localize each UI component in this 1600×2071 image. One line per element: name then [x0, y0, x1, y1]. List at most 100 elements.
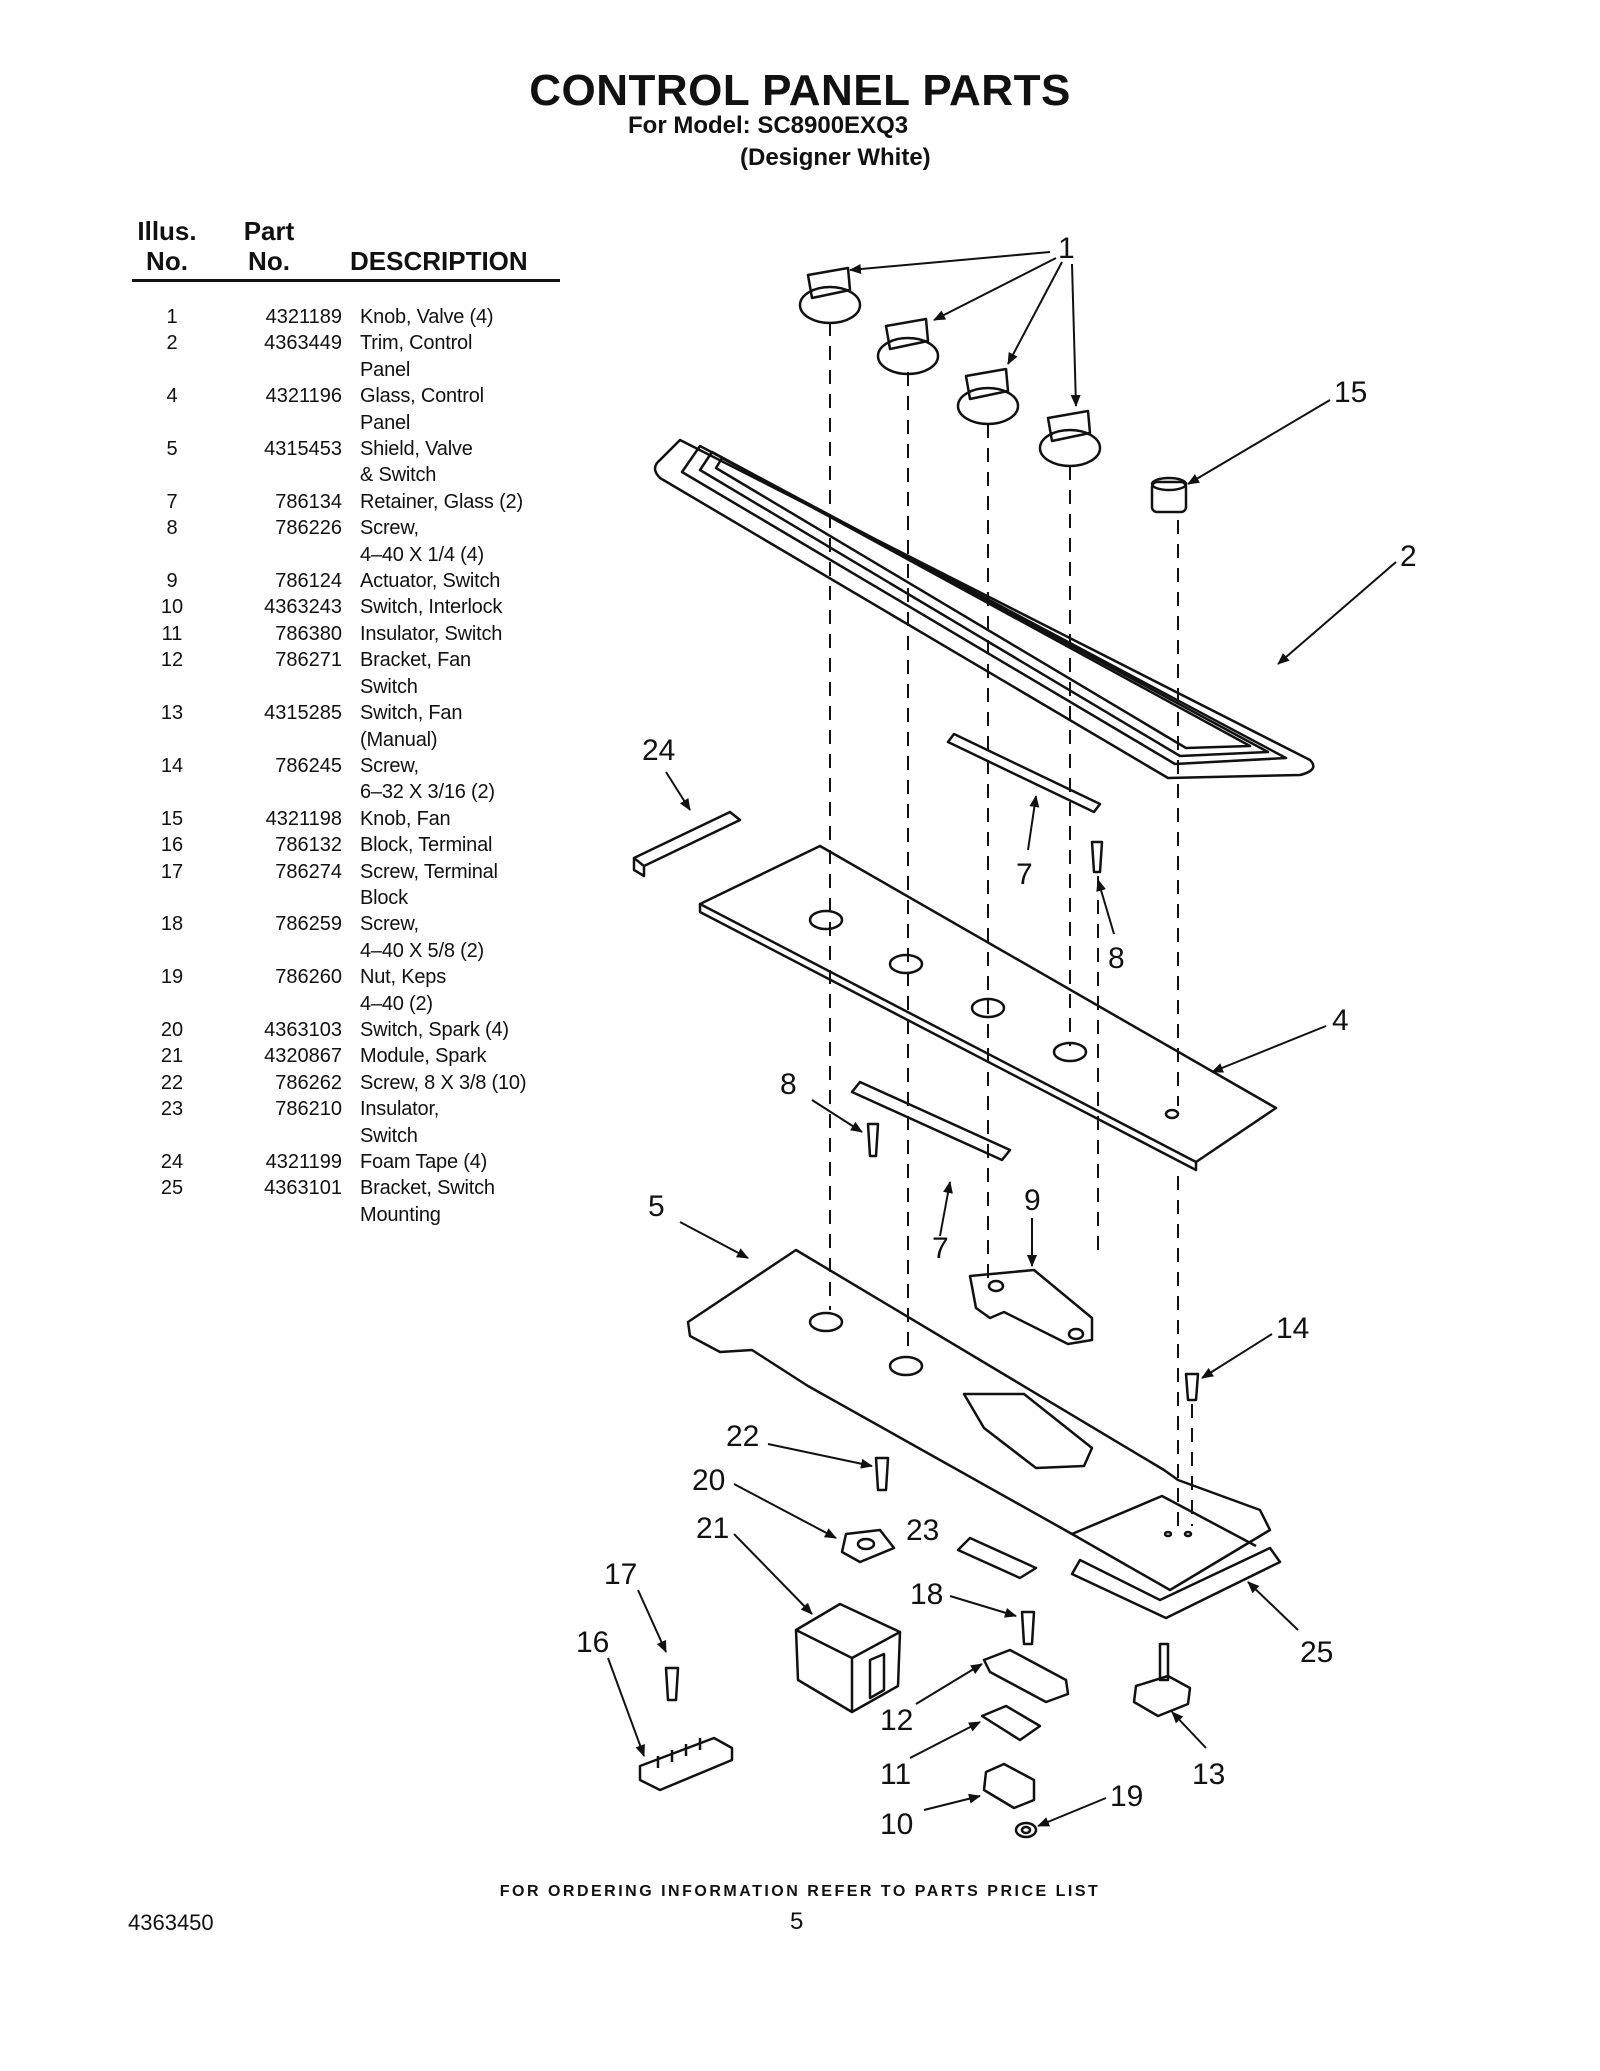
illus-no-cell: 15	[160, 807, 184, 830]
illus-no-cell: 10	[160, 596, 184, 619]
description-cell: Shield, Valve & Switch	[360, 438, 473, 487]
table-row: 1 4321189 Knob, Valve (4)	[130, 304, 570, 330]
part-no-cell: 4363101	[264, 1177, 342, 1200]
description-cell: Glass, Control Panel	[360, 385, 484, 434]
description-cell: Actuator, Switch	[360, 570, 501, 593]
callout-16: 16	[576, 1626, 609, 1659]
document-number: 4363450	[128, 1910, 214, 1935]
illus-no-cell: 14	[160, 754, 184, 777]
table-row: 24 4321199 Foam Tape (4)	[130, 1149, 570, 1175]
callout-25: 25	[1300, 1636, 1333, 1669]
screw-8-upper	[1090, 840, 1104, 874]
callout-labels: 1 15 2 24 7 8 4 8 7 9 5 14 22 20 21 23 1…	[576, 232, 1417, 1841]
callout-2: 2	[1400, 540, 1417, 573]
callout-11: 11	[880, 1758, 911, 1791]
keps-nut	[1014, 1821, 1038, 1839]
part-no-cell: 786134	[275, 490, 342, 513]
part-no-cell: 786124	[275, 570, 342, 593]
leader-lines	[607, 251, 1397, 1827]
valve-knob-4	[1038, 409, 1102, 468]
illus-no-cell: 8	[166, 517, 178, 540]
illus-no-cell: 18	[160, 913, 184, 936]
parts-table: 1 4321189 Knob, Valve (4) 2 4363449 Trim, Con…	[130, 304, 570, 1228]
description-cell: Insulator, Switch	[360, 622, 503, 645]
fan-knob	[1150, 476, 1188, 514]
actuator-switch	[968, 1268, 1094, 1346]
callout-18: 18	[910, 1578, 943, 1611]
part-no-cell: 786260	[275, 966, 342, 989]
description-cell: Nut, Keps 4–40 (2)	[360, 966, 447, 1015]
screw-18	[1020, 1610, 1036, 1646]
description-cell: Knob, Valve (4)	[360, 306, 494, 328]
screw-22	[874, 1456, 890, 1492]
part-no-cell: 786380	[275, 622, 342, 645]
bracket-switch-mounting	[1070, 1546, 1282, 1620]
table-row: 10 4363243 Switch, Interlock	[130, 594, 570, 620]
illus-no-cell: 24	[160, 1151, 184, 1173]
illus-no-cell: 20	[160, 1018, 184, 1041]
description-cell: Screw, 4–40 X 5/8 (2)	[360, 913, 484, 962]
column-header-description: DESCRIPTION	[350, 246, 528, 276]
screw-8-lower	[866, 1122, 880, 1158]
illus-no-cell: 1	[166, 306, 178, 328]
callout-19: 19	[1110, 1780, 1143, 1813]
retainer-glass-upper	[946, 732, 1102, 814]
part-no-cell: 786245	[275, 754, 342, 777]
description-cell: Screw, Terminal Block	[360, 860, 498, 909]
table-row: 2 4363449 Trim, Control Panel	[130, 330, 570, 383]
description-cell: Switch, Spark (4)	[360, 1018, 509, 1041]
part-no-cell: 786271	[275, 649, 342, 672]
illus-no-cell: 9	[166, 570, 178, 593]
illus-no-cell: 25	[160, 1177, 184, 1200]
color-line: (Designer White)	[740, 144, 931, 171]
table-row: 14 786245 Screw, 6–32 X 3/16 (2)	[130, 753, 570, 806]
illus-no-cell: 4	[166, 385, 178, 408]
callout-7-upper: 7	[1016, 858, 1033, 891]
part-no-cell: 4321199	[265, 1151, 342, 1173]
part-no-cell: 4321189	[265, 306, 342, 328]
alignment-lines	[829, 322, 1193, 1526]
illus-no-cell: 23	[160, 1098, 184, 1121]
description-cell: Trim, Control Panel	[360, 332, 473, 381]
callout-8-lower: 8	[780, 1068, 797, 1101]
callout-17: 17	[604, 1558, 637, 1591]
illus-no-cell: 2	[166, 332, 178, 355]
interlock-switch	[982, 1762, 1036, 1810]
retainer-glass-lower	[850, 1080, 1012, 1162]
description-cell: Foam Tape (4)	[360, 1151, 488, 1173]
insulator-switch-23	[956, 1536, 1038, 1580]
callout-14: 14	[1276, 1312, 1309, 1345]
part-no-cell: 786259	[275, 913, 342, 936]
valve-knob-2	[876, 317, 940, 376]
part-no-cell: 4315453	[264, 438, 342, 461]
description-cell: Switch, Interlock	[360, 596, 503, 619]
part-no-cell: 4363243	[264, 596, 342, 619]
part-no-cell: 4315285	[264, 702, 342, 725]
callout-23: 23	[906, 1514, 939, 1547]
illus-no-cell: 22	[160, 1071, 184, 1094]
description-cell: Bracket, Switch Mounting	[360, 1177, 495, 1226]
description-cell: Screw, 8 X 3/8 (10)	[360, 1071, 527, 1094]
callout-5: 5	[648, 1190, 665, 1223]
table-row: 9 786124 Actuator, Switch	[130, 568, 570, 594]
page-title: CONTROL PANEL PARTS	[529, 66, 1071, 115]
description-cell: Screw, 6–32 X 3/16 (2)	[360, 754, 495, 804]
callout-20: 20	[692, 1464, 725, 1497]
header-rule	[132, 279, 560, 282]
table-row: 18 786259 Screw, 4–40 X 5/8 (2)	[130, 911, 570, 964]
spark-switch	[840, 1528, 896, 1564]
callout-15: 15	[1334, 376, 1367, 409]
callout-13: 13	[1192, 1758, 1225, 1791]
terminal-block	[638, 1736, 734, 1792]
description-cell: Screw, 4–40 X 1/4 (4)	[360, 517, 484, 566]
part-no-cell: 4363449	[264, 332, 342, 355]
column-header-illus-no: Illus. No.	[137, 216, 197, 276]
